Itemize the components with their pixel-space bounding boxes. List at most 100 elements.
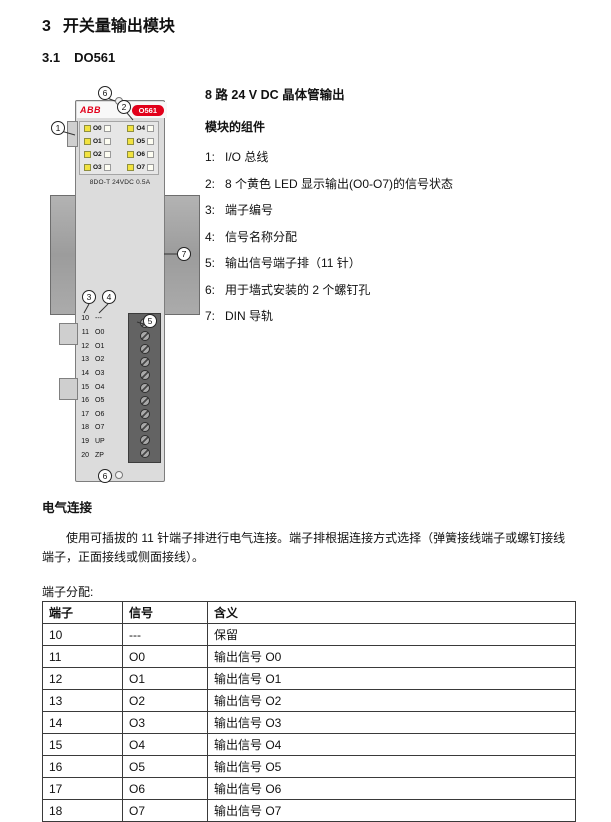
terminal-signal: O3 xyxy=(95,369,105,377)
component-item: 7:DIN 导轨 xyxy=(205,303,603,330)
cell-terminal: 14 xyxy=(42,711,123,734)
component-number: 5: xyxy=(205,256,216,270)
cell-signal: O0 xyxy=(122,645,208,668)
cell-meaning: 保留 xyxy=(207,623,576,646)
terminal-screw xyxy=(139,448,150,459)
cell-terminal: 18 xyxy=(42,799,123,822)
led-row: O1 O5 xyxy=(84,138,154,145)
terminal-signal: O7 xyxy=(95,424,105,432)
component-text: 信号名称分配 xyxy=(225,229,298,244)
led-indicator: O0 xyxy=(84,125,111,132)
component-text: I/O 总线 xyxy=(225,150,269,164)
led-square xyxy=(84,151,91,158)
led-label: O2 xyxy=(93,151,102,158)
led-square xyxy=(147,164,154,171)
cell-meaning: 输出信号 O2 xyxy=(207,689,576,712)
terminal-signal: O6 xyxy=(95,410,105,418)
led-indicator: O2 xyxy=(84,151,111,158)
terminal-signal: --- xyxy=(95,315,102,323)
section-number: 3.1 xyxy=(42,50,61,65)
terminal-signal: O2 xyxy=(95,356,105,364)
chapter-title: 3 开关量输出模块 xyxy=(42,12,175,36)
terminal-screw xyxy=(139,435,150,446)
terminal-number: 19 xyxy=(81,438,89,446)
led-indicator: O4 xyxy=(127,125,154,132)
column-header: 端子 xyxy=(42,601,123,624)
chapter-title-text: 开关量输出模块 xyxy=(62,18,175,35)
terminal-screw xyxy=(139,382,150,393)
terminal-block xyxy=(128,313,161,463)
callout-2: 2 xyxy=(117,100,131,114)
led-label: O0 xyxy=(93,125,102,132)
chapter-number: 3 xyxy=(42,18,51,35)
terminal-screw xyxy=(139,356,150,367)
led-square xyxy=(84,138,91,145)
terminal-number: 17 xyxy=(81,410,89,418)
led-square xyxy=(127,164,135,171)
component-number: 3: xyxy=(205,203,216,217)
table-row: 10---保留 xyxy=(42,623,576,646)
cell-signal: O2 xyxy=(122,689,208,712)
led-square xyxy=(103,125,111,132)
component-number: 4: xyxy=(205,229,216,244)
led-label: O7 xyxy=(136,164,145,171)
model-badge: O561 xyxy=(131,104,164,116)
column-header: 含义 xyxy=(207,601,576,624)
led-square xyxy=(84,164,91,171)
terminal-number: 15 xyxy=(81,383,89,391)
terminal-screw xyxy=(139,396,150,406)
terminal-row: 16 O5 xyxy=(79,394,127,408)
led-square xyxy=(103,138,111,145)
terminal-screw xyxy=(139,343,150,354)
module-subtitle: 8 路 24 V DC 晶体管输出 xyxy=(205,88,345,102)
terminal-number: 13 xyxy=(81,356,89,364)
callout-4: 4 xyxy=(102,290,116,304)
callout-6: 6 xyxy=(98,86,112,100)
callout-1: 1 xyxy=(51,121,65,135)
callout-7: 7 xyxy=(177,247,191,261)
components-heading: 模块的组件 xyxy=(205,120,266,134)
terminal-row: 17 O6 xyxy=(79,407,127,421)
callout-6: 6 xyxy=(98,469,112,483)
component-item: 3: 端子编号 xyxy=(205,197,603,224)
led-row: O0 O4 xyxy=(84,125,154,132)
led-square xyxy=(103,151,111,158)
terminal-signal: ZP xyxy=(95,451,104,459)
led-label: O5 xyxy=(136,138,145,145)
electrical-heading: 电气连接 xyxy=(42,501,93,515)
cell-terminal: 17 xyxy=(42,777,123,800)
cell-signal: O7 xyxy=(122,799,208,822)
mounting-hole-bottom xyxy=(115,471,123,479)
cell-meaning: 输出信号 O4 xyxy=(207,733,576,756)
cell-signal: --- xyxy=(122,623,208,646)
component-text: 端子编号 xyxy=(225,203,274,217)
component-item: 6:用于墙式安装的 2 个螺钉孔 xyxy=(205,277,603,304)
cell-meaning: 输出信号 O3 xyxy=(207,711,576,734)
led-square xyxy=(147,125,154,132)
terminal-number: 10 xyxy=(81,315,89,323)
led-indicator: O6 xyxy=(127,151,154,158)
terminal-number: 11 xyxy=(81,328,89,336)
terminal-signal: O5 xyxy=(95,397,105,405)
cell-terminal: 16 xyxy=(42,755,123,778)
component-number: 7: xyxy=(205,309,216,323)
cell-terminal: 13 xyxy=(42,689,123,712)
terminal-number: 16 xyxy=(81,397,89,405)
callout-5: 5 xyxy=(143,314,157,328)
led-indicator: O5 xyxy=(127,138,154,145)
cell-meaning: 输出信号 O0 xyxy=(207,645,576,668)
component-item: 1:I/O 总线 xyxy=(205,144,603,171)
terminal-signal: O1 xyxy=(95,342,105,350)
component-item: 2:8 个黄色 LED 显示输出(O0-O7)的信号状态 xyxy=(205,171,603,198)
terminal-screw xyxy=(139,422,150,433)
led-row: O3 O7 xyxy=(84,164,154,171)
cell-meaning: 输出信号 O1 xyxy=(207,667,576,690)
led-square xyxy=(147,138,154,145)
